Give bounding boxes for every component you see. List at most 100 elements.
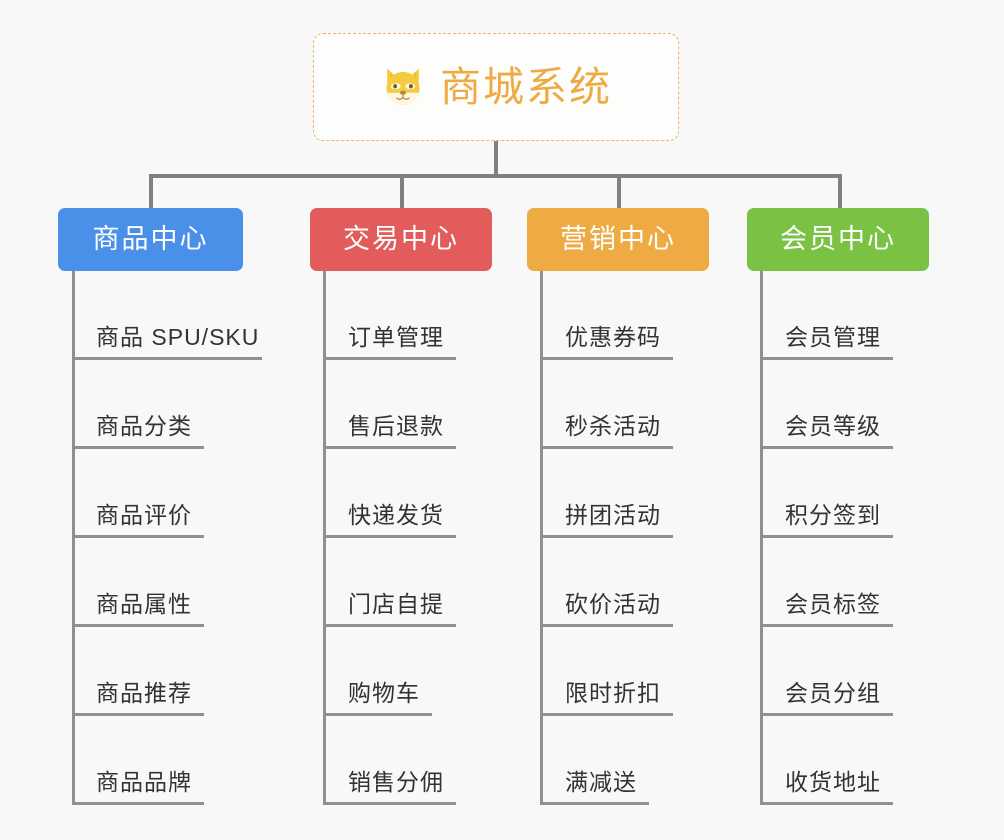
category-header-marketing-center[interactable]: 营销中心: [527, 208, 709, 271]
leaf-label: 商品属性: [96, 591, 192, 617]
leaf-item[interactable]: 砍价活动: [527, 538, 709, 627]
category-label: 商品中心: [92, 224, 209, 254]
leaf-item[interactable]: 购物车: [310, 627, 492, 716]
leaf-label: 售后退款: [348, 413, 444, 439]
leaf-underline: [72, 446, 204, 449]
leaf-label: 砍价活动: [565, 591, 661, 617]
leaf-label: 商品品牌: [96, 769, 192, 795]
leaf-item[interactable]: 商品推荐: [58, 627, 243, 716]
leaf-item[interactable]: 会员标签: [747, 538, 929, 627]
connector-drop-member-center: [838, 174, 842, 210]
leaf-label: 会员分组: [785, 680, 881, 706]
leaf-underline: [72, 357, 262, 360]
leaf-item[interactable]: 商品属性: [58, 538, 243, 627]
leaf-list: 优惠券码秒杀活动拼团活动砍价活动限时折扣满减送: [527, 271, 709, 805]
category-label: 营销中心: [560, 224, 676, 254]
leaf-label: 门店自提: [348, 591, 444, 617]
leaf-underline: [72, 713, 204, 716]
leaf-label: 积分签到: [785, 502, 881, 528]
leaf-label: 限时折扣: [565, 680, 661, 706]
column-trunk-line: [760, 271, 763, 805]
root-node[interactable]: 商城系统: [313, 33, 679, 141]
leaf-item[interactable]: 商品分类: [58, 360, 243, 449]
leaf-underline: [540, 802, 649, 805]
leaf-item[interactable]: 满减送: [527, 716, 709, 805]
leaf-list: 订单管理售后退款快递发货门店自提购物车销售分佣: [310, 271, 492, 805]
category-header-product-center[interactable]: 商品中心: [58, 208, 243, 271]
leaf-underline: [540, 624, 673, 627]
leaf-underline: [323, 357, 456, 360]
leaf-underline: [72, 802, 204, 805]
category-label: 会员中心: [780, 224, 896, 254]
column-trunk-line: [72, 271, 75, 805]
leaf-underline: [760, 535, 893, 538]
leaf-item[interactable]: 商品评价: [58, 449, 243, 538]
root-title: 商城系统: [440, 63, 612, 110]
leaf-item[interactable]: 秒杀活动: [527, 360, 709, 449]
category-label: 交易中心: [343, 224, 459, 254]
leaf-underline: [323, 535, 456, 538]
category-header-trade-center[interactable]: 交易中心: [310, 208, 492, 271]
leaf-underline: [323, 446, 456, 449]
leaf-label: 满减送: [565, 769, 637, 795]
leaf-underline: [72, 624, 204, 627]
leaf-item[interactable]: 订单管理: [310, 271, 492, 360]
leaf-label: 快递发货: [348, 502, 444, 528]
leaf-underline: [760, 713, 893, 716]
column-trunk-line: [323, 271, 326, 805]
connector-horizontal-bus: [150, 174, 840, 178]
leaf-label: 销售分佣: [348, 769, 444, 795]
leaf-item[interactable]: 拼团活动: [527, 449, 709, 538]
leaf-label: 收货地址: [785, 769, 881, 795]
connector-drop-marketing-center: [617, 174, 621, 210]
leaf-list: 商品 SPU/SKU 商品分类商品评价商品属性商品推荐商品品牌: [58, 271, 262, 805]
leaf-item[interactable]: 商品 SPU/SKU: [58, 271, 262, 360]
leaf-item[interactable]: 门店自提: [310, 538, 492, 627]
leaf-list: 会员管理会员等级积分签到会员标签会员分组收货地址: [747, 271, 929, 805]
leaf-label: 优惠券码: [565, 324, 661, 350]
leaf-underline: [323, 802, 456, 805]
category-column-member-center: 会员中心会员管理会员等级积分签到会员标签会员分组收货地址: [747, 208, 929, 805]
leaf-underline: [760, 624, 893, 627]
leaf-label: 购物车: [348, 680, 420, 706]
leaf-underline: [760, 446, 893, 449]
leaf-label: 订单管理: [348, 324, 444, 350]
leaf-item[interactable]: 会员等级: [747, 360, 929, 449]
leaf-underline: [760, 357, 893, 360]
connector-drop-trade-center: [400, 174, 404, 210]
leaf-label: 会员管理: [785, 324, 881, 350]
leaf-item[interactable]: 会员管理: [747, 271, 929, 360]
connector-drop-product-center: [149, 174, 153, 210]
leaf-underline: [760, 802, 893, 805]
category-column-trade-center: 交易中心订单管理售后退款快递发货门店自提购物车销售分佣: [310, 208, 492, 805]
leaf-item[interactable]: 销售分佣: [310, 716, 492, 805]
category-header-member-center[interactable]: 会员中心: [747, 208, 929, 271]
leaf-underline: [540, 535, 673, 538]
leaf-item[interactable]: 快递发货: [310, 449, 492, 538]
leaf-underline: [540, 357, 673, 360]
dog-face-icon: [386, 68, 420, 105]
leaf-label: 商品评价: [96, 502, 192, 528]
leaf-underline: [323, 624, 456, 627]
leaf-item[interactable]: 优惠券码: [527, 271, 709, 360]
leaf-label: 会员等级: [785, 413, 881, 439]
leaf-item[interactable]: 会员分组: [747, 627, 929, 716]
leaf-underline: [540, 446, 673, 449]
leaf-underline: [540, 713, 673, 716]
leaf-underline: [72, 535, 204, 538]
leaf-underline: [323, 713, 432, 716]
leaf-item[interactable]: 商品品牌: [58, 716, 243, 805]
leaf-label: 商品 SPU/SKU: [96, 324, 260, 350]
leaf-label: 秒杀活动: [565, 413, 661, 439]
connector-root-drop: [494, 141, 498, 177]
leaf-label: 拼团活动: [565, 502, 661, 528]
leaf-label: 商品推荐: [96, 680, 192, 706]
leaf-label: 会员标签: [785, 591, 881, 617]
leaf-item[interactable]: 积分签到: [747, 449, 929, 538]
leaf-item[interactable]: 收货地址: [747, 716, 929, 805]
leaf-item[interactable]: 售后退款: [310, 360, 492, 449]
category-column-marketing-center: 营销中心优惠券码秒杀活动拼团活动砍价活动限时折扣满减送: [527, 208, 709, 805]
leaf-item[interactable]: 限时折扣: [527, 627, 709, 716]
category-column-product-center: 商品中心商品 SPU/SKU 商品分类商品评价商品属性商品推荐商品品牌: [58, 208, 262, 805]
